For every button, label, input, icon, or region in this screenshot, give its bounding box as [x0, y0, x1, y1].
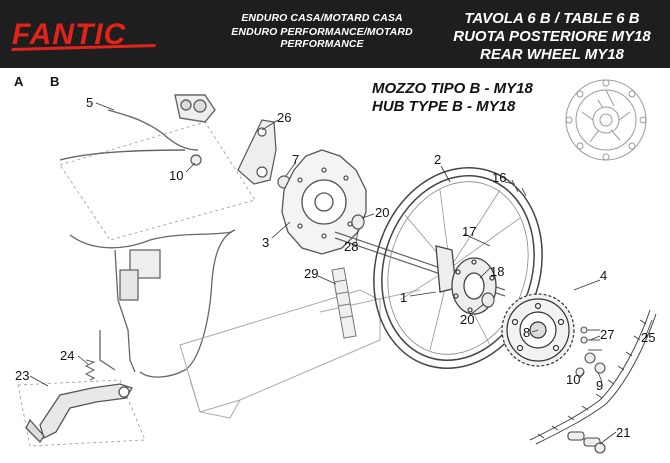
- exploded-parts-diagram: A B MOZZO TIPO B - MY18 HUB TYPE B - MY1…: [14, 74, 657, 454]
- sprocket-bolts-drawing: [575, 326, 606, 377]
- callout-10-right: 10: [566, 372, 580, 387]
- return-spring-drawing: [84, 359, 96, 381]
- callout-4: 4: [600, 268, 607, 283]
- variant-b-label: B: [50, 74, 59, 89]
- callout-5: 5: [86, 95, 93, 110]
- callout-10-left: 10: [169, 168, 183, 183]
- hub-spacer-drawing: [481, 292, 495, 308]
- callout-25: 25: [641, 330, 655, 345]
- brake-pedal-drawing: [25, 383, 133, 444]
- swingarm-drawing: [179, 289, 421, 419]
- header-bar: FANTIC ENDURO CASA/MOTARD CASA ENDURO PE…: [0, 0, 670, 68]
- brake-hose-drawing: [59, 94, 216, 161]
- callout-20-hub: 20: [460, 312, 474, 327]
- model-line-1: ENDURO CASA/MOTARD CASA: [241, 12, 403, 24]
- variant-a-label: A: [14, 74, 24, 89]
- callout-2: 2: [434, 152, 441, 167]
- disc-spacer-drawing: [351, 214, 365, 230]
- callout-20-disc: 20: [375, 205, 389, 220]
- callout-9: 9: [596, 378, 603, 393]
- callout-8: 8: [523, 325, 530, 340]
- brake-disc-drawing: [281, 149, 367, 255]
- chain-guard-drawing: [331, 267, 357, 339]
- spoke-nipple-drawing: [511, 179, 527, 197]
- title-english: REAR WHEEL MY18: [480, 46, 624, 63]
- callout-29: 29: [304, 266, 318, 281]
- fantic-logo: FANTIC: [6, 12, 156, 54]
- table-title: TAVOLA 6 B / TABLE 6 B: [464, 10, 640, 27]
- callout-lines: [29, 102, 653, 445]
- callout-23: 23: [15, 368, 29, 383]
- caliper-bracket-drawing: [237, 119, 277, 185]
- callout-21: 21: [616, 425, 630, 440]
- title-italian: RUOTA POSTERIORE MY18: [453, 28, 651, 45]
- callout-24: 24: [60, 348, 74, 363]
- spacer-left-drawing: [190, 154, 202, 166]
- rear-rim-drawing: [373, 166, 543, 370]
- drive-chain-drawing: [529, 309, 657, 445]
- hub-title-english: HUB TYPE B - MY18: [372, 98, 516, 115]
- callout-3: 3: [262, 235, 269, 250]
- callout-18: 18: [490, 264, 504, 279]
- callout-28: 27: [600, 327, 614, 342]
- hub-title-italian: MOZZO TIPO B - MY18: [372, 80, 533, 97]
- callout-17: 17: [462, 224, 476, 239]
- callout-7: 7: [292, 152, 299, 167]
- brake-pump-drawing: [69, 229, 236, 378]
- callout-27: 28: [344, 239, 358, 254]
- model-line-2: ENDURO PERFORMANCE/MOTARD PERFORMANCE: [231, 26, 413, 50]
- callout-16: 16: [492, 170, 506, 185]
- callout-26: 26: [277, 110, 291, 125]
- callout-1: 1: [400, 290, 407, 305]
- assembly-guide-lines: [17, 121, 256, 447]
- master-link-drawing: [567, 431, 606, 454]
- hub-inset-drawing: [565, 79, 647, 161]
